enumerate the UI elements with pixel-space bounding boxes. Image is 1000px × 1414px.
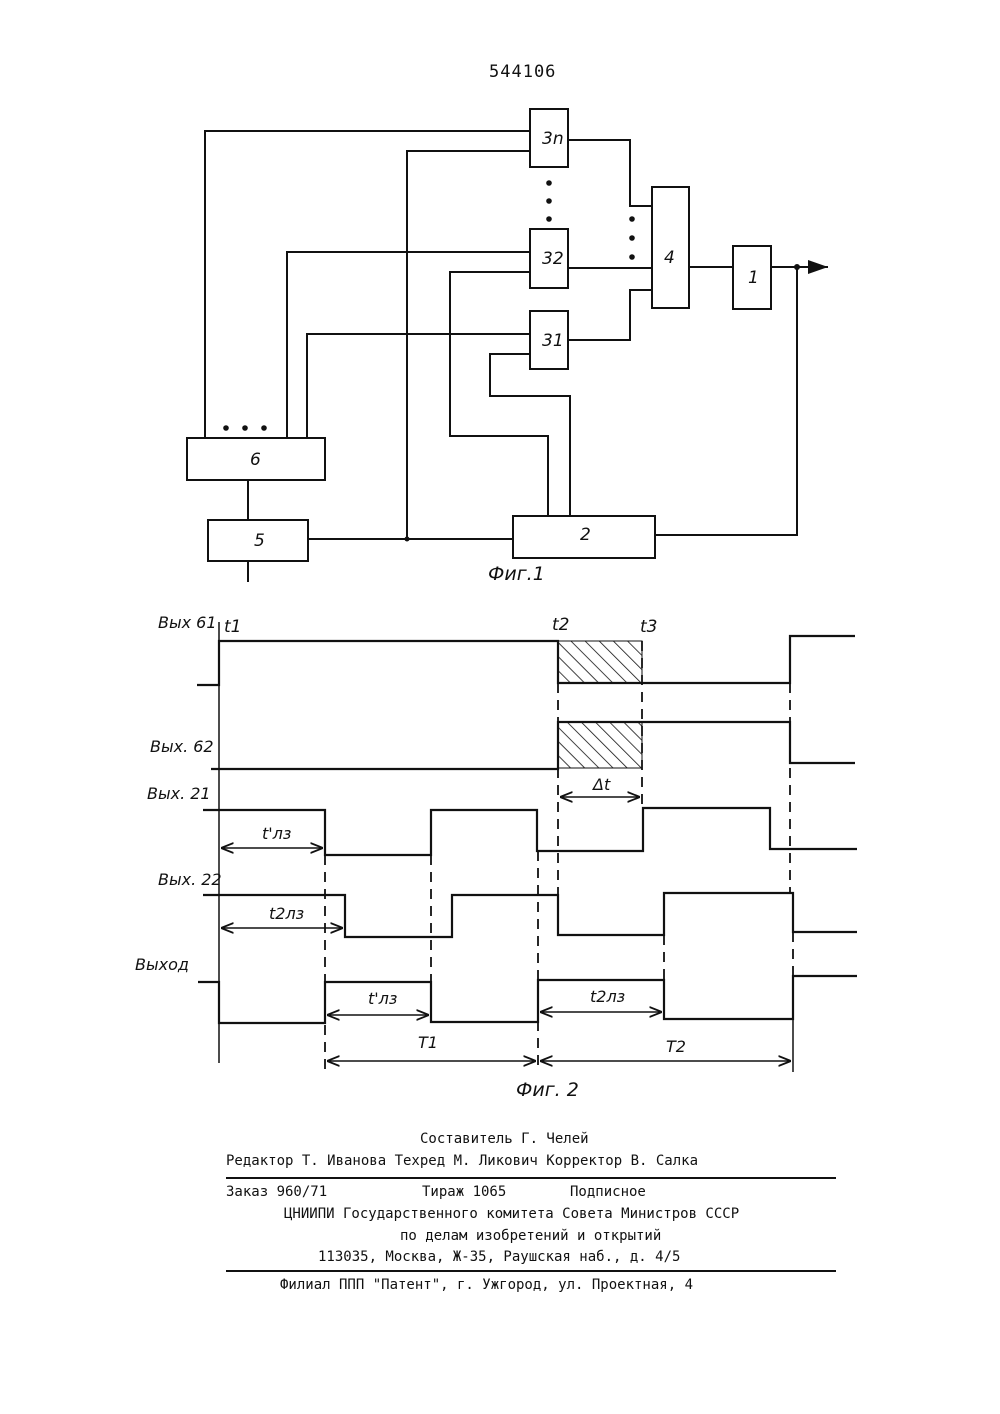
signal-label-out61: Вых 61 [158,613,217,632]
divider [226,1177,836,1179]
block-3n-label: 3n [542,129,564,149]
block-31-label: 31 [542,331,564,351]
junction-dot [405,537,410,542]
junction-dot [794,264,800,270]
interval-label-tlz2-a: t2лз [269,904,304,923]
interval-label-tlz2-b: t2лз [590,987,625,1006]
waveform-out61 [197,636,855,685]
waveform-out62 [211,722,855,769]
interval-label-dt: Δt [591,775,611,794]
imprint-editors: Редактор Т. Иванова Техред М. Ликович Ко… [226,1153,698,1169]
block-5-label: 5 [254,531,265,551]
interval-label-T1: T1 [418,1033,438,1052]
imprint-branch: Филиал ППП "Патент", г. Ужгород, ул. Про… [280,1277,693,1293]
waveform-output [198,976,857,1023]
hatched-region [558,722,642,768]
block-diagram [187,109,828,582]
imprint-subscription: Подписное [570,1184,646,1200]
time-label-t2: t2 [552,615,569,635]
interval-label-tlz1-b: t'лз [368,989,397,1008]
block-4-label: 4 [664,248,675,268]
divider [226,1270,836,1272]
interval-label-T2: T2 [666,1037,686,1056]
imprint-org1: ЦНИИПИ Государственного комитета Совета … [284,1206,739,1222]
timing-diagram [197,622,857,1075]
signal-label-out62: Вых. 62 [150,737,214,756]
time-label-t3: t3 [640,617,657,637]
imprint-order: Заказ 960/71 [226,1184,327,1200]
fig1-caption: Фиг.1 [488,563,545,585]
block-2-label: 2 [580,525,591,545]
signal-label-out22: Вых. 22 [158,870,222,889]
imprint-compiler: Составитель Г. Челей [420,1131,589,1147]
imprint-org2: по делам изобретений и открытий [400,1228,661,1244]
block-6-label: 6 [250,450,261,470]
time-label-t1: t1 [224,617,241,637]
fig2-caption: Фиг. 2 [516,1079,579,1101]
block-1-label: 1 [748,268,759,288]
signal-label-output: Выход [135,955,189,974]
imprint-address: 113035, Москва, Ж-35, Раушская наб., д. … [318,1249,680,1265]
interval-label-tlz1-a: t'лз [262,824,291,843]
block-32-label: 32 [542,249,564,269]
ellipsis-dots [223,180,635,431]
hatched-region [558,641,642,683]
signal-label-out21: Вых. 21 [147,784,211,803]
imprint-circulation: Тираж 1065 [422,1184,506,1200]
